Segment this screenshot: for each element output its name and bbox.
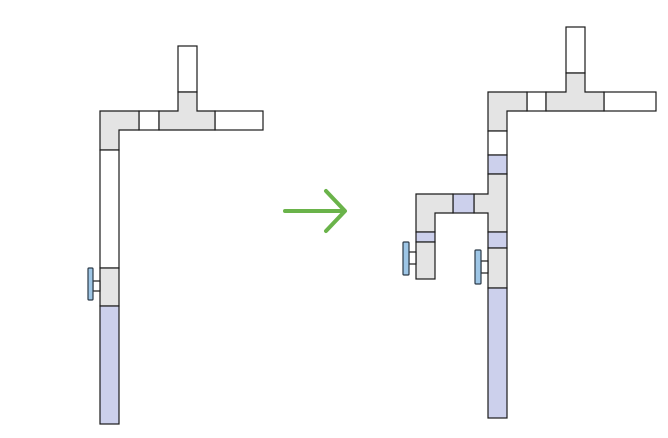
after-vertical-pipe-upper xyxy=(487,130,508,156)
after-riser-pipe xyxy=(565,26,586,74)
after-coupling-gap xyxy=(526,91,547,112)
before-elbow-fitting xyxy=(99,110,140,151)
after-branch-pvc-ring xyxy=(415,231,436,243)
arrow-right-icon xyxy=(283,189,347,233)
after-branch-valve-handle-icon[interactable] xyxy=(402,241,410,276)
before-horizontal-pipe-right xyxy=(214,110,264,131)
after-branch-elbow-fitting xyxy=(415,193,454,233)
before-coupling-gap xyxy=(138,110,160,131)
after-pvc-coupling-upper xyxy=(487,154,508,175)
before-valve-handle-icon[interactable] xyxy=(87,267,94,301)
before-valve-body xyxy=(99,267,120,307)
after-elbow-fitting xyxy=(487,91,528,132)
after-main-pvc-pipe xyxy=(487,287,508,419)
after-main-valve-body xyxy=(487,247,508,289)
before-valve-stem xyxy=(92,280,101,292)
before-pvc-pipe xyxy=(99,305,120,425)
before-riser-pipe xyxy=(177,45,198,93)
after-top-tee-fitting xyxy=(545,72,605,112)
after-branch-valve-stem xyxy=(408,251,417,265)
after-horizontal-pipe-right xyxy=(603,91,657,112)
after-branch-pvc-coupling xyxy=(452,193,475,214)
after-main-pvc-ring xyxy=(487,231,508,249)
after-branch-valve-body xyxy=(415,241,436,280)
before-tee-fitting xyxy=(158,91,216,131)
after-branch-tee-fitting xyxy=(473,173,508,233)
after-panel xyxy=(402,26,657,419)
after-main-valve-stem xyxy=(480,260,489,274)
before-vertical-pipe xyxy=(99,149,120,269)
before-panel xyxy=(87,45,264,425)
after-main-valve-handle-icon[interactable] xyxy=(474,249,482,285)
